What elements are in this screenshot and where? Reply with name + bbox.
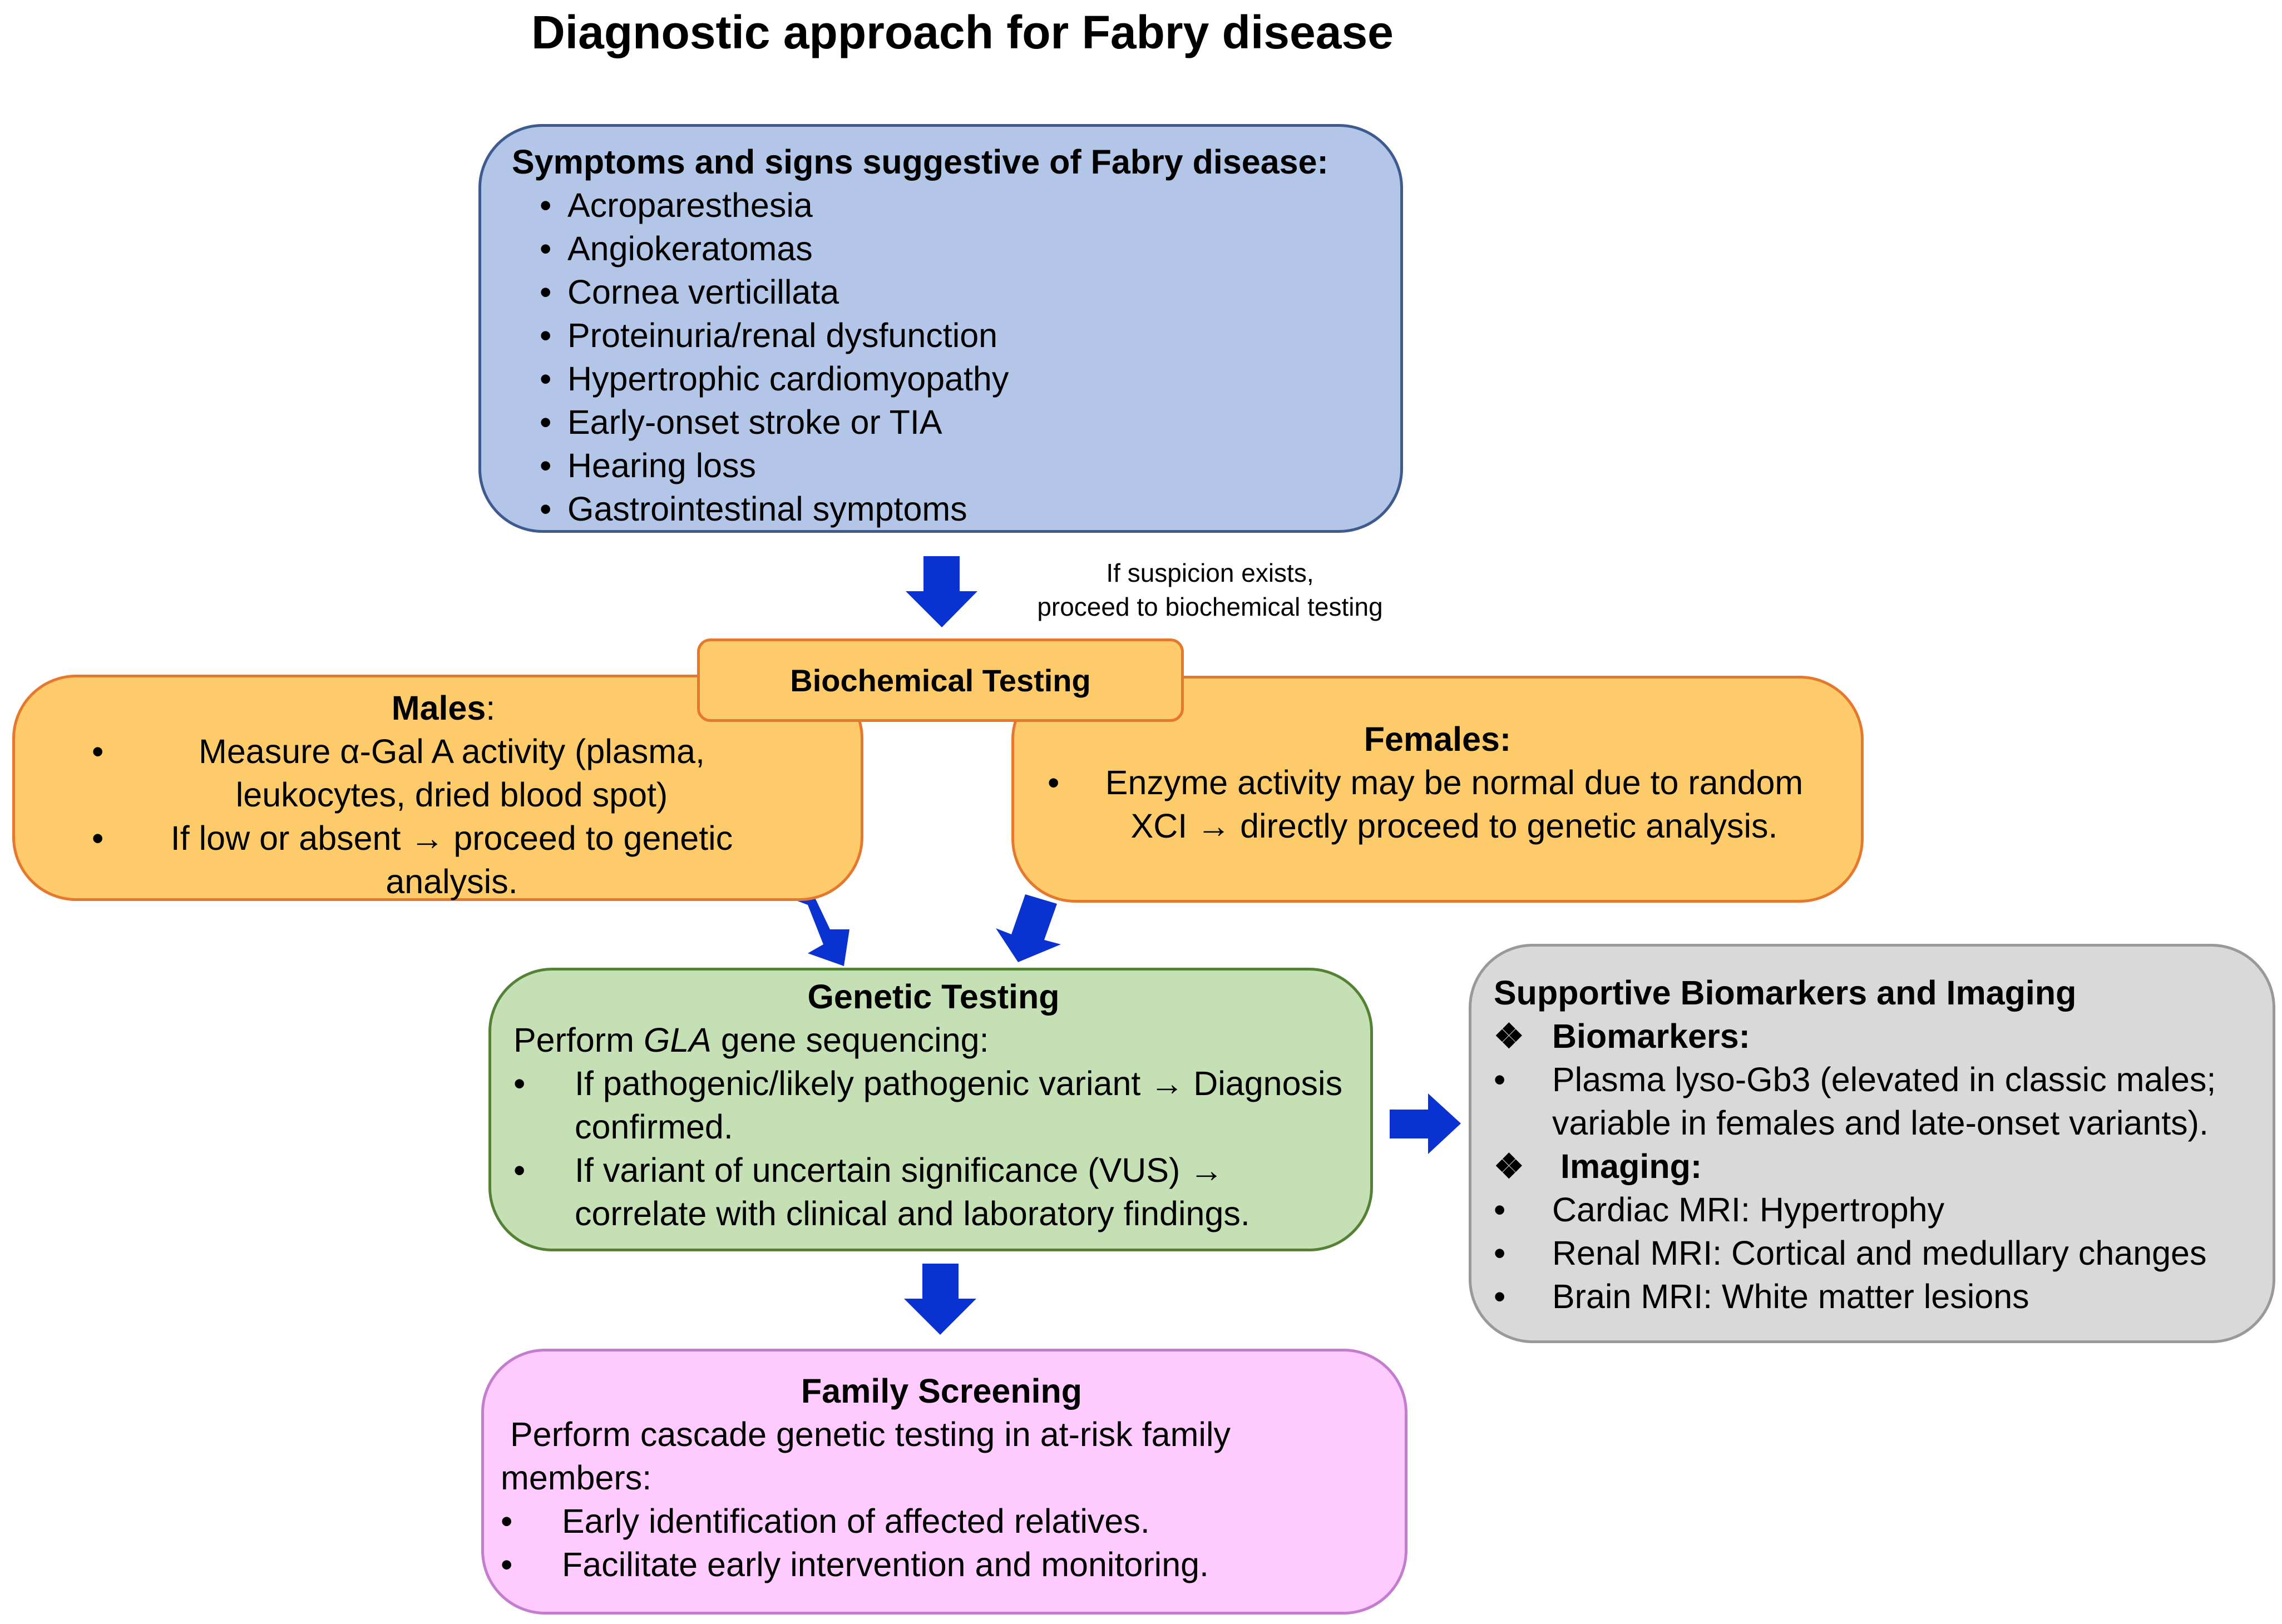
- diagram-title: Diagnostic approach for Fabry disease: [531, 6, 1394, 58]
- list-item: •Gastrointestinal symptoms: [540, 490, 967, 528]
- list-item: •If pathogenic/likely pathogenic variant…: [513, 1064, 1343, 1146]
- males-box: Males: •Measure α-Gal A activity (plasma…: [12, 675, 863, 901]
- list-item: •Acroparesthesia: [540, 186, 813, 224]
- arrow-males-to-genetic: [780, 894, 849, 966]
- supportive-heading: Supportive Biomarkers and Imaging: [1494, 974, 2077, 1012]
- list-item: •Facilitate early intervention and monit…: [501, 1546, 1209, 1583]
- imaging-list: •Cardiac MRI: Hypertrophy •Renal MRI: Co…: [1494, 1188, 2261, 1318]
- list-item: •Hearing loss: [540, 447, 757, 484]
- arrow-symptoms-to-biochemical: [906, 556, 977, 627]
- list-item: •Plasma lyso-Gb3 (elevated in classic ma…: [1494, 1061, 2216, 1142]
- biochemical-testing-box: Biochemical Testing: [697, 638, 1184, 722]
- genetic-intro: Perform GLA gene sequencing:: [513, 1021, 989, 1059]
- males-heading: Males:: [391, 689, 496, 727]
- genetic-testing-box: Genetic Testing Perform GLA gene sequenc…: [488, 968, 1373, 1251]
- females-heading: Females:: [1364, 720, 1512, 758]
- suspicion-note: If suspicion exists, proceed to biochemi…: [946, 556, 1474, 624]
- list-item: •If low or absent → proceed to genetic a…: [92, 819, 733, 900]
- arrow-genetic-to-family: [904, 1264, 976, 1335]
- list-item: •Cardiac MRI: Hypertrophy: [1494, 1191, 1945, 1229]
- list-item: •Hypertrophic cardiomyopathy: [540, 360, 1009, 398]
- list-item: •Renal MRI: Cortical and medullary chang…: [1494, 1234, 2207, 1272]
- supportive-box: Supportive Biomarkers and Imaging ❖Bioma…: [1469, 944, 2275, 1343]
- imaging-subheading: ❖Imaging:: [1494, 1145, 2261, 1188]
- symptoms-box: Symptoms and signs suggestive of Fabry d…: [478, 124, 1403, 533]
- symptoms-heading: Symptoms and signs suggestive of Fabry d…: [512, 143, 1328, 181]
- list-item: •Measure α-Gal A activity (plasma, leuko…: [92, 732, 705, 814]
- family-list: •Early identification of affected relati…: [501, 1499, 1382, 1586]
- list-item: •Enzyme activity may be normal due to ra…: [1048, 764, 1804, 845]
- arrow-genetic-to-supportive: [1390, 1093, 1461, 1154]
- genetic-heading: Genetic Testing: [807, 978, 1060, 1016]
- suspicion-note-line: If suspicion exists,: [1106, 558, 1314, 587]
- list-item: •Early-onset stroke or TIA: [540, 403, 942, 441]
- family-intro: Perform cascade genetic testing in at-ri…: [501, 1415, 1240, 1497]
- biochemical-testing-label: Biochemical Testing: [790, 662, 1091, 698]
- list-item: •Brain MRI: White matter lesions: [1494, 1278, 2029, 1315]
- males-list: •Measure α-Gal A activity (plasma, leuko…: [71, 730, 816, 903]
- genetic-list: •If pathogenic/likely pathogenic variant…: [513, 1062, 1354, 1235]
- family-screening-box: Family Screening Perform cascade genetic…: [481, 1349, 1407, 1615]
- list-item: •Early identification of affected relati…: [501, 1502, 1150, 1540]
- biomarkers-list: •Plasma lyso-Gb3 (elevated in classic ma…: [1494, 1058, 2261, 1145]
- diamond-bullet-icon: ❖: [1494, 1017, 1524, 1055]
- biomarkers-subheading: ❖Biomarkers:: [1494, 1014, 2261, 1058]
- females-box: Females: •Enzyme activity may be normal …: [1011, 676, 1864, 903]
- list-item: •Proteinuria/renal dysfunction: [540, 316, 998, 354]
- females-list: •Enzyme activity may be normal due to ra…: [1048, 761, 1827, 848]
- list-item: •Angiokeratomas: [540, 230, 813, 268]
- diamond-bullet-icon: ❖: [1494, 1147, 1524, 1185]
- list-item: •Cornea verticillata: [540, 273, 839, 311]
- arrow-females-to-genetic: [996, 894, 1061, 962]
- symptoms-list: •Acroparesthesia •Angiokeratomas •Cornea…: [512, 184, 1378, 531]
- family-heading: Family Screening: [801, 1372, 1083, 1410]
- list-item: •If variant of uncertain significance (V…: [513, 1151, 1250, 1232]
- suspicion-note-line: proceed to biochemical testing: [1037, 592, 1383, 621]
